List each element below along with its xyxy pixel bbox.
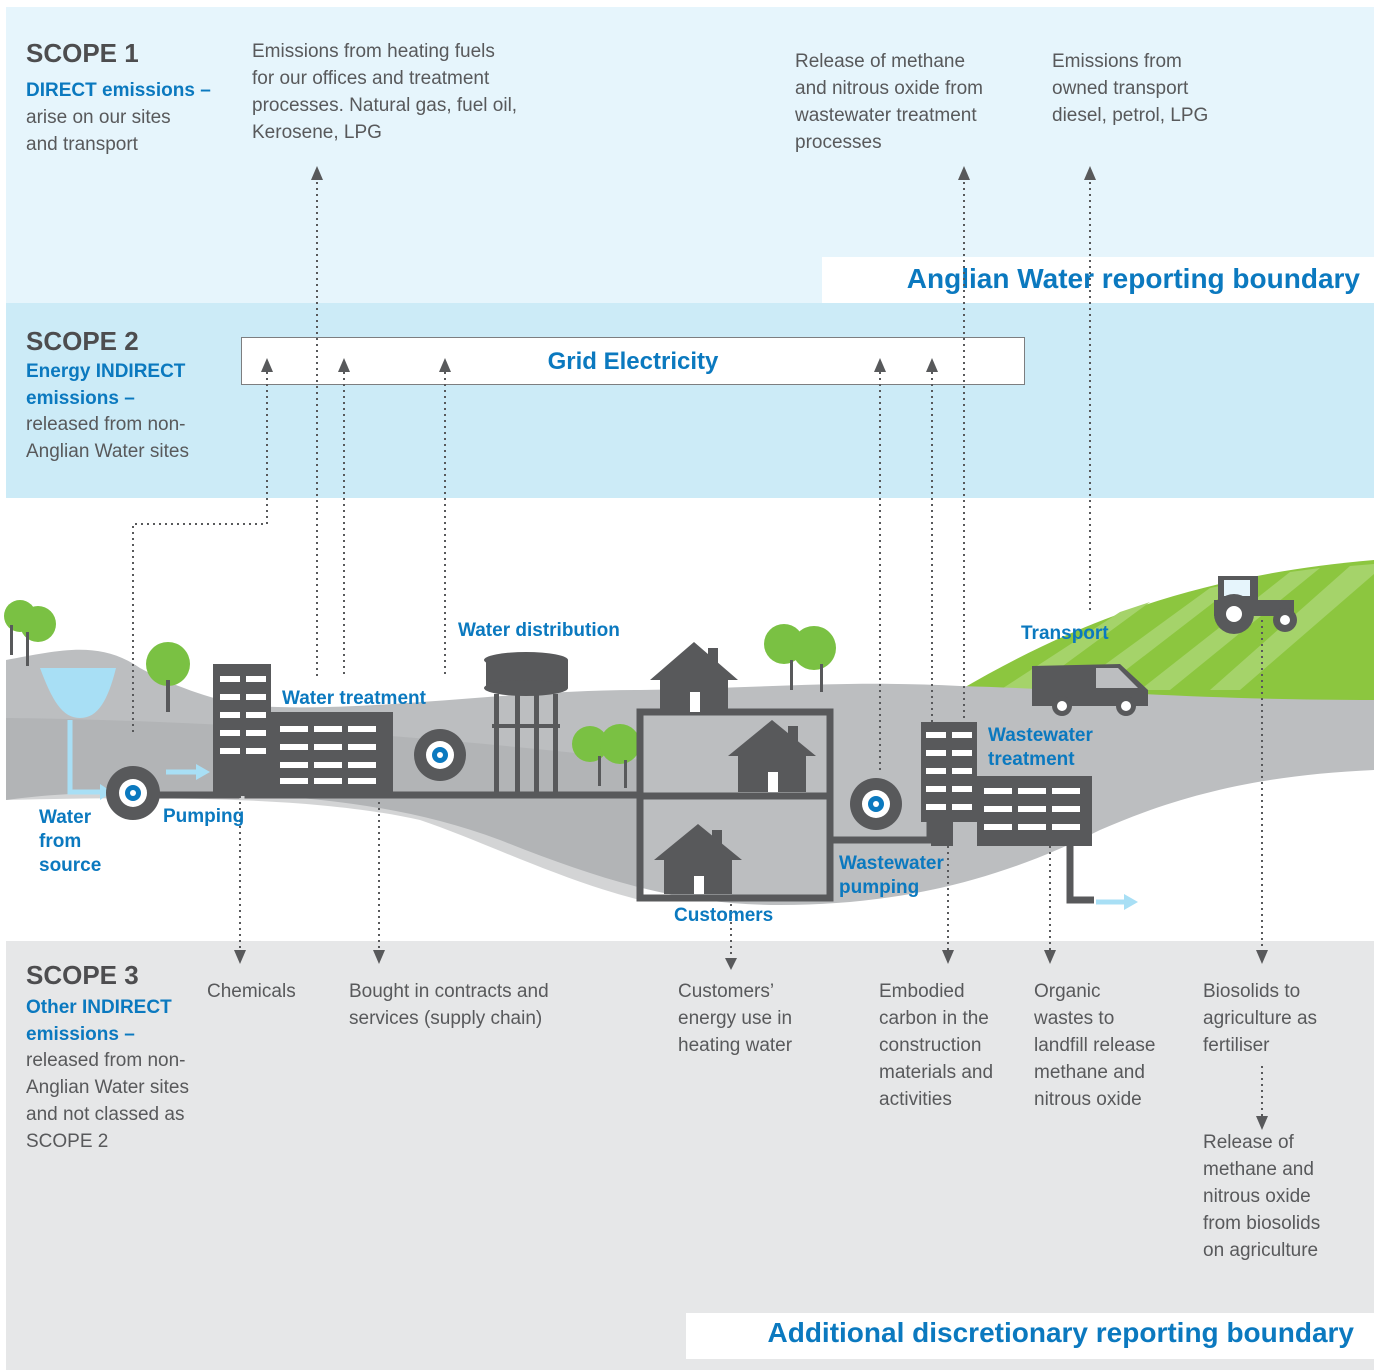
chemicals-note: Chemicals bbox=[207, 981, 296, 1002]
water-source bbox=[40, 668, 116, 718]
dotted-connectors bbox=[132, 182, 1263, 1120]
wastewater-treatment-label: Wastewater treatment bbox=[988, 725, 1093, 770]
tree-icon bbox=[764, 624, 836, 692]
pump-icon bbox=[850, 778, 902, 830]
water-from-source-label: Water from source bbox=[39, 807, 102, 876]
scope1-subtitle: DIRECT emissions – bbox=[26, 80, 211, 101]
house-icon bbox=[654, 824, 742, 894]
tree-icon bbox=[572, 724, 640, 788]
scope3-subtitle: Other INDIRECT emissions – bbox=[26, 997, 172, 1045]
van-icon bbox=[1032, 664, 1148, 716]
anglian-boundary-label: Anglian Water reporting boundary bbox=[822, 257, 1374, 303]
scope3-band bbox=[6, 941, 1374, 1370]
biosolids-note: Biosolids to agriculture as fertiliser bbox=[1203, 981, 1318, 1056]
biosolids-release-note: Release of methane and nitrous oxide fro… bbox=[1203, 1132, 1321, 1261]
pump-icon bbox=[414, 729, 466, 781]
grid-electricity-label: Grid Electricity bbox=[547, 348, 719, 375]
customers-block bbox=[636, 708, 834, 902]
customers-energy-note: Customers’ energy use in heating water bbox=[678, 981, 793, 1056]
methane-release-note: Release of methane and nitrous oxide fro… bbox=[795, 51, 983, 153]
tree-icon bbox=[4, 600, 56, 666]
discretionary-boundary-label: Additional discretionary reporting bound… bbox=[686, 1313, 1374, 1359]
customers-label: Customers bbox=[674, 905, 774, 926]
scope1-title: SCOPE 1 bbox=[26, 38, 139, 68]
scope1-band bbox=[6, 7, 1374, 303]
heating-fuels-note: Emissions from heating fuels for our off… bbox=[252, 41, 518, 143]
scope2-description: released from non- Anglian Water sites bbox=[26, 414, 189, 462]
water-flow bbox=[67, 720, 1126, 905]
ground-lower-shape bbox=[6, 718, 640, 900]
pumping-label: Pumping bbox=[163, 806, 245, 827]
scope2-subtitle: Energy INDIRECT emissions – bbox=[26, 361, 186, 409]
transport-label: Transport bbox=[1021, 623, 1109, 644]
owned-transport-note: Emissions from owned transport diesel, p… bbox=[1052, 51, 1209, 126]
water-flow-arrowheads bbox=[100, 764, 1138, 910]
organic-wastes-note: Organic wastes to landfill release metha… bbox=[1034, 981, 1156, 1110]
water-treatment-label: Water treatment bbox=[282, 688, 426, 709]
house-icon bbox=[728, 720, 816, 792]
pump-icon bbox=[106, 766, 160, 820]
scope1-description: arise on our sites and transport bbox=[26, 107, 171, 155]
building-icon bbox=[921, 722, 1092, 846]
embodied-carbon-note: Embodied carbon in the construction mate… bbox=[879, 981, 994, 1110]
scope3-title: SCOPE 3 bbox=[26, 960, 139, 990]
scope3-description: released from non- Anglian Water sites a… bbox=[26, 1050, 189, 1152]
house-icon bbox=[650, 642, 738, 712]
water-distribution-label: Water distribution bbox=[458, 620, 620, 641]
tractor-icon bbox=[1214, 576, 1297, 634]
grid-electricity-box: Grid Electricity bbox=[241, 337, 1025, 385]
water-tower-icon bbox=[484, 652, 568, 794]
building-icon bbox=[213, 664, 393, 796]
tree-icon bbox=[146, 642, 190, 712]
scope2-band bbox=[6, 303, 1374, 498]
arrow-up-icon bbox=[261, 166, 1096, 372]
contracts-note: Bought in contracts and services (supply… bbox=[349, 981, 549, 1029]
arrow-down-icon bbox=[234, 950, 1268, 1130]
wastewater-pumping-label: Wastewater pumping bbox=[839, 853, 944, 898]
scope2-title: SCOPE 2 bbox=[26, 326, 139, 356]
